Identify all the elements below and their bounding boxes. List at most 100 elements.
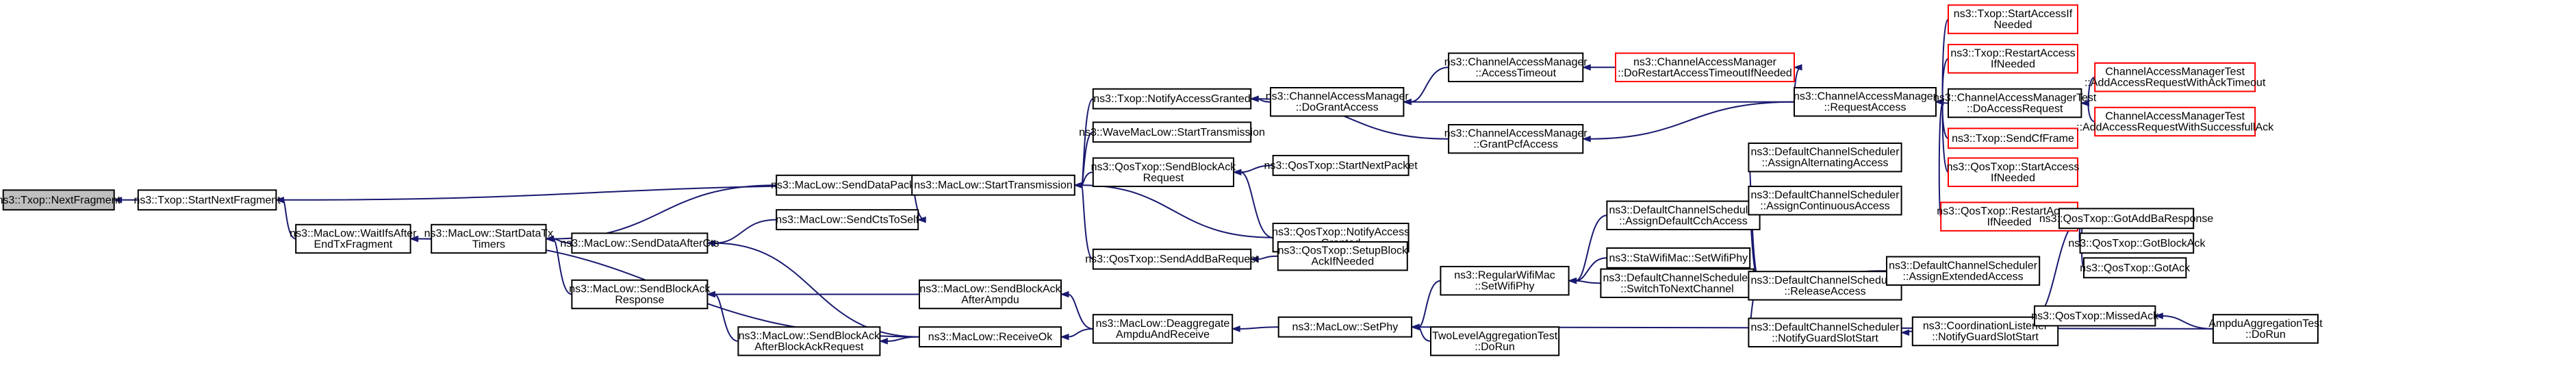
node-ns3-qostxop-gotaddbaresponse[interactable]: ns3::QosTxop::GotAddBaResponse xyxy=(2039,208,2213,230)
node-label: ns3::Txop::StartNextFragment xyxy=(133,195,281,206)
node-label: ns3::MacLow::ReceiveOk xyxy=(928,332,1053,343)
arrowhead xyxy=(2154,312,2163,319)
node-label: AckIfNeeded xyxy=(1311,256,1374,268)
node-ns3-qostxop-gotack[interactable]: ns3::QosTxop::GotAck xyxy=(2080,257,2191,279)
node-box xyxy=(776,209,919,231)
node-label: ns3::ChannelAccessManager xyxy=(1633,56,1777,68)
node-channelaccessmanagertest-addaccessrequestwithsuccessfullack[interactable]: ChannelAccessManagerTest::AddAccessReque… xyxy=(2076,106,2274,137)
node-box xyxy=(1092,157,1235,188)
arrowhead xyxy=(545,235,554,243)
node-ns3-defaultchannelscheduler-switchtonextchannel[interactable]: ns3::DefaultChannelScheduler::SwitchToNe… xyxy=(1600,268,1755,299)
node-ns3-defaultchannelscheduler-notifyguardslotstart[interactable]: ns3::DefaultChannelScheduler::NotifyGuar… xyxy=(1748,317,1902,348)
node-ns3-maclow-senddatapacket[interactable]: ns3::MacLow::SendDataPacket xyxy=(771,174,924,196)
arrowhead xyxy=(1060,291,1069,298)
node-ns3-maclow-receiveok[interactable]: ns3::MacLow::ReceiveOk xyxy=(919,326,1062,348)
node-ns3-channelaccessmanager-dograntaccess[interactable]: ns3::ChannelAccessManager::DoGrantAccess xyxy=(1266,87,1410,117)
node-label: IfNeeded xyxy=(1987,217,2032,228)
node-ns3-channelaccessmanager-dorestartaccesstimeoutifneeded[interactable]: ns3::ChannelAccessManager::DoRestartAcce… xyxy=(1615,52,1795,82)
edge-n29-to-n24 xyxy=(1581,64,1616,71)
node-ns3-channelaccessmanager-requestaccess[interactable]: ns3::ChannelAccessManager::RequestAccess xyxy=(1794,87,1937,117)
node-box xyxy=(1615,52,1795,82)
node-ns3-wavemaclow-starttransmission[interactable]: ns3::WaveMacLow::StartTransmission xyxy=(1079,121,1265,143)
node-label: ::AssignContinuousAccess xyxy=(1760,201,1889,212)
node-box xyxy=(1948,4,2078,34)
node-box xyxy=(1277,241,1408,271)
node-ns3-defaultchannelscheduler-releaseaccess[interactable]: ns3::DefaultChannelScheduler::ReleaseAcc… xyxy=(1748,271,1902,301)
node-ns3-qostxop-startnextpacket[interactable]: ns3::QosTxop::StartNextPacket xyxy=(1264,155,1418,176)
node-label: ns3::DefaultChannelScheduler xyxy=(1889,260,2038,271)
arrowhead xyxy=(1935,98,1944,106)
node-label: ns3::QosTxop::SetupBlock xyxy=(1278,245,1408,257)
node-box xyxy=(1606,200,1761,231)
node-ns3-defaultchannelscheduler-assignalternatingaccess[interactable]: ns3::DefaultChannelScheduler::AssignAlte… xyxy=(1748,143,1902,173)
node-ns3-channelaccessmanager-grantpcfaccess[interactable]: ns3::ChannelAccessManager::GrantPcfAcces… xyxy=(1444,124,1588,154)
node-ns3-defaultchannelscheduler-assigncontinuousaccess[interactable]: ns3::DefaultChannelScheduler::AssignCont… xyxy=(1748,186,1902,216)
node-label: ns3::Txop::RestartAccess xyxy=(1950,48,2075,60)
node-ns3-maclow-sendctstoself[interactable]: ns3::MacLow::SendCtsToSelf xyxy=(776,209,919,231)
edge-n28-to-n22 xyxy=(1568,277,1601,284)
node-ns3-stawifimac-setwifiphy[interactable]: ns3::StaWifiMac::SetWifiPhy xyxy=(1606,247,1751,269)
node-ns3-txop-nextfragment: ns3::Txop::NextFragment xyxy=(0,189,121,211)
node-twolevelaggregationtest-dorun[interactable]: TwoLevelAggregationTest::DoRun xyxy=(1430,326,1560,356)
node-label: ::SwitchToNextChannel xyxy=(1620,283,1733,295)
node-ns3-defaultchannelscheduler-assignextendedaccess[interactable]: ns3::DefaultChannelScheduler::AssignExte… xyxy=(1886,256,2041,286)
node-box xyxy=(1948,127,2078,149)
node-label: ::SetWifiPhy xyxy=(1475,281,1534,293)
node-label: ChannelAccessManagerTest xyxy=(2105,66,2245,78)
node-ns3-regularwifimac-setwifiphy[interactable]: ns3::RegularWifiMac::SetWifiPhy xyxy=(1440,266,1570,296)
node-ns3-txop-notifyaccessgranted[interactable]: ns3::Txop::NotifyAccessGranted xyxy=(1092,88,1252,110)
node-ns3-maclow-senddataaftercts[interactable]: ns3::MacLow::SendDataAfterCts xyxy=(560,232,719,254)
node-ns3-channelaccessmanagertest-doaccessrequest[interactable]: ns3::ChannelAccessManagerTest::DoAccessR… xyxy=(1933,88,2097,119)
node-label: ::AddAccessRequestWithSuccessfullAck xyxy=(2076,122,2274,134)
node-box xyxy=(1430,326,1560,356)
edge-n42-to-n33 xyxy=(1900,329,1913,336)
node-label: ns3::DefaultChannelScheduler xyxy=(1603,272,1752,284)
node-ns3-defaultchannelscheduler-assigndefaultcchaccess[interactable]: ns3::DefaultChannelScheduler::AssignDefa… xyxy=(1606,200,1761,231)
node-ns3-channelaccessmanager-accesstimeout[interactable]: ns3::ChannelAccessManager::AccessTimeout xyxy=(1444,52,1588,82)
node-ampduaggregationtest-dorun[interactable]: AmpduAggregationTest::DoRun xyxy=(2208,314,2323,344)
node-box xyxy=(1748,186,1902,216)
edge-n10-to-n7 xyxy=(878,336,920,345)
edge-n22-to-n17 xyxy=(1410,280,1441,330)
node-ns3-txop-sendcfframe[interactable]: ns3::Txop::SendCfFrame xyxy=(1948,127,2078,149)
node-box xyxy=(919,326,1062,348)
node-box xyxy=(1092,248,1252,270)
node-label: Response xyxy=(615,295,664,306)
node-label: ns3::QosTxop::SendAddBaRequest xyxy=(1085,254,1259,265)
node-label: ns3::QosTxop::NotifyAccess xyxy=(1272,227,1410,238)
node-box xyxy=(1948,157,2078,188)
node-ns3-qostxop-missedack[interactable]: ns3::QosTxop::MissedAck xyxy=(2031,305,2159,327)
arrowhead xyxy=(1581,135,1591,143)
arrowhead xyxy=(1568,277,1577,284)
arrowhead xyxy=(1060,333,1069,341)
node-ns3-maclow-setphy[interactable]: ns3::MacLow::SetPhy xyxy=(1277,316,1413,338)
node-ns3-maclow-starttransmission[interactable]: ns3::MacLow::StartTransmission xyxy=(911,174,1075,196)
node-label: ::RequestAccess xyxy=(1824,102,1906,114)
node-ns3-coordinationlistener-notifyguardslotstart[interactable]: ns3::CoordinationListener::NotifyGuardSl… xyxy=(1911,316,2059,347)
edge-n34-to-n18 xyxy=(1402,98,1794,106)
node-ns3-maclow-sendblockack-afterblockackrequest[interactable]: ns3::MacLow::SendBlockAckAfterBlockAckRe… xyxy=(737,326,881,356)
node-ns3-txop-startnextfragment[interactable]: ns3::Txop::StartNextFragment xyxy=(133,189,281,211)
edge-n10-to-n5 xyxy=(706,240,920,338)
node-label: ns3::ChannelAccessManager xyxy=(1444,128,1588,140)
node-label: ::AddAccessRequestWithAckTimeout xyxy=(2084,77,2266,89)
node-box xyxy=(2034,305,2156,327)
edge-n24-to-n18 xyxy=(1402,66,1449,106)
node-box xyxy=(1272,155,1410,176)
node-ns3-qostxop-gotblockack[interactable]: ns3::QosTxop::GotBlockAck xyxy=(2068,232,2206,254)
node-ns3-qostxop-sendaddbarequest[interactable]: ns3::QosTxop::SendAddBaRequest xyxy=(1085,248,1259,270)
node-channelaccessmanagertest-addaccessrequestwithacktimeout[interactable]: ChannelAccessManagerTest::AddAccessReque… xyxy=(2084,62,2266,93)
node-box xyxy=(1748,317,1902,348)
node-label: ns3::Txop::NextFragment xyxy=(0,195,121,206)
